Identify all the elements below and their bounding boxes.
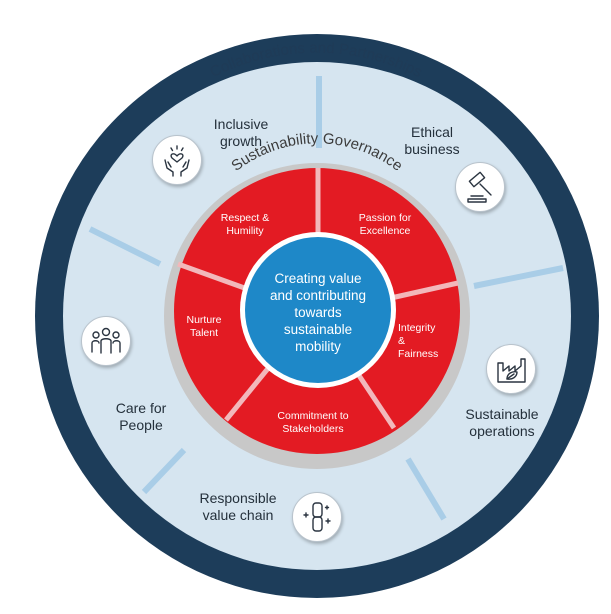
- pillar-ethical-business-label: Ethical business: [387, 124, 477, 158]
- factory-leaf-icon: [486, 344, 536, 394]
- value-line: Fairness: [398, 348, 439, 360]
- value-line: Respect &: [220, 212, 270, 224]
- pillar-divider: [141, 447, 187, 495]
- pillar-inclusive-growth-label: Inclusive growth: [196, 116, 286, 150]
- value-respect-humility: Respect & Humility: [206, 212, 284, 238]
- people-group-icon: [81, 316, 131, 366]
- pillar-divider: [473, 265, 564, 289]
- core-circle: [245, 237, 391, 383]
- value-separator: [177, 261, 251, 293]
- pillar-sustainable-operations-label: Sustainable operations: [447, 406, 557, 440]
- pillar-dividers: [88, 76, 564, 521]
- value-line: Integrity: [398, 322, 436, 334]
- core-line: sustainable: [283, 322, 353, 337]
- pillar-label-line: Care for: [115, 400, 167, 416]
- value-line: Talent: [189, 327, 219, 339]
- pillar-divider: [88, 226, 162, 267]
- value-separator: [224, 364, 272, 422]
- core-line: Creating value: [274, 271, 362, 286]
- value-passion-excellence: Passion for Excellence: [340, 212, 430, 238]
- pillar-label-line: People: [119, 417, 163, 433]
- value-separator: [351, 366, 397, 430]
- value-commitment-stakeholders: Commitment to Stakeholders: [258, 410, 368, 436]
- heart-hands-icon: [152, 135, 202, 185]
- value-line: &: [398, 335, 406, 347]
- value-integrity-fairness: Integrity & Fairness: [398, 322, 458, 361]
- pillar-label-line: Ethical: [410, 124, 454, 140]
- value-line: Nurture: [186, 314, 222, 326]
- value-line: Stakeholders: [282, 423, 344, 435]
- pillar-responsible-value-chain-label: Responsible value chain: [183, 490, 293, 524]
- pillar-label-line: business: [404, 141, 460, 157]
- value-line: Excellence: [359, 225, 411, 237]
- pillar-label-line: Inclusive: [213, 116, 269, 132]
- gavel-icon: [455, 162, 505, 212]
- core-line: towards: [294, 305, 342, 320]
- core-line: mobility: [295, 339, 341, 354]
- pillar-label-line: Sustainable: [465, 406, 539, 422]
- pillar-label-line: Responsible: [199, 490, 277, 506]
- pillar-label-line: value chain: [202, 507, 274, 523]
- value-line: Passion for: [358, 212, 412, 224]
- pillar-label-line: operations: [469, 423, 535, 439]
- pillar-label-line: growth: [219, 133, 263, 149]
- pillar-care-for-people-label: Care for People: [96, 400, 186, 434]
- value-nurture-talent: Nurture Talent: [172, 314, 236, 340]
- value-line: Commitment to: [277, 410, 349, 422]
- core-statement: Creating value and contributing towards …: [246, 270, 390, 355]
- core-line: and contributing: [269, 288, 367, 303]
- chain-link-icon: [292, 492, 342, 542]
- pillar-divider: [405, 457, 447, 521]
- value-line: Humility: [226, 225, 264, 237]
